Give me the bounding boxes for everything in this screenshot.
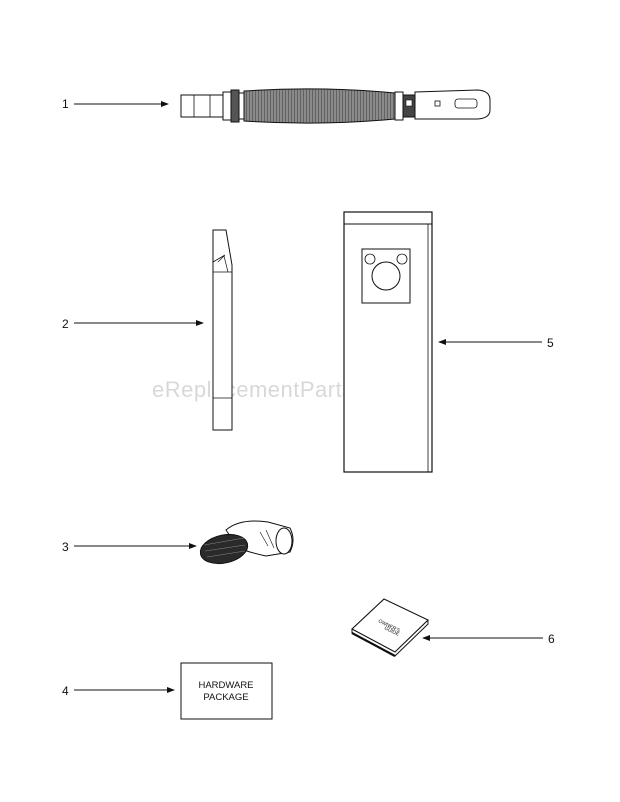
hardware-package-line1: HARDWARE — [198, 680, 253, 691]
callout-number-1: 1 — [62, 97, 69, 111]
callout-3: 3 — [62, 540, 197, 554]
hardware-package-line2: PACKAGE — [203, 692, 248, 703]
owners-guide-icon: OWNER'S GUIDE — [351, 598, 429, 657]
hardware-package-box: HARDWARE PACKAGE — [180, 662, 273, 720]
callout-number-6: 6 — [548, 632, 555, 646]
dusting-brush-icon — [199, 520, 294, 565]
crevice-tool-icon — [212, 229, 233, 431]
callout-number-2: 2 — [62, 317, 69, 331]
callout-number-5: 5 — [547, 336, 554, 350]
callout-2: 2 — [62, 317, 204, 331]
callout-number-3: 3 — [62, 540, 69, 554]
callout-1: 1 — [62, 97, 169, 111]
filter-bag-icon — [343, 211, 433, 473]
callout-4: 4 — [62, 684, 175, 698]
flexible-hose-icon — [180, 88, 491, 124]
callout-5: 5 — [438, 336, 554, 350]
callout-6: 6 — [422, 632, 555, 646]
callout-number-4: 4 — [62, 684, 69, 698]
